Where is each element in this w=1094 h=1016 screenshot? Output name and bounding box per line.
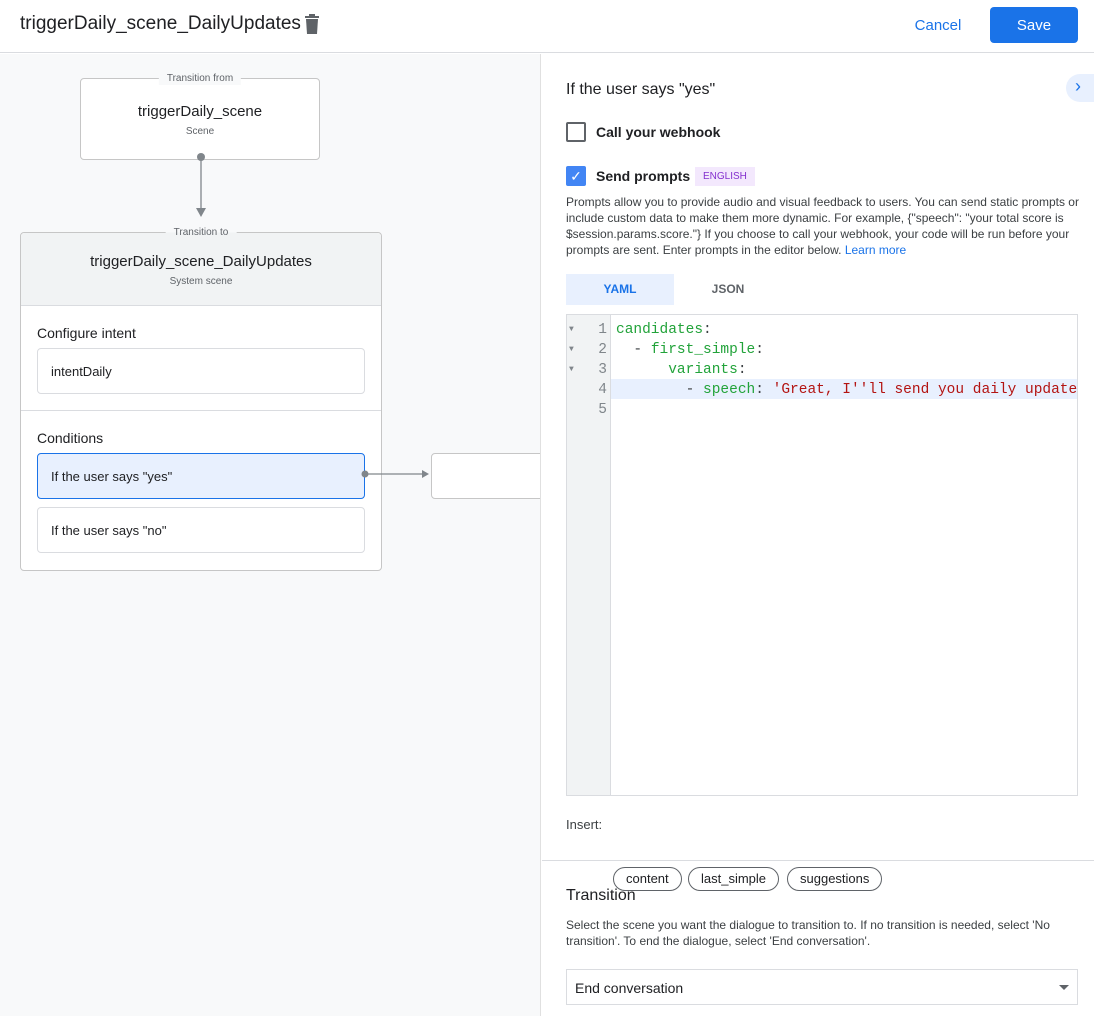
code-line: ▼ 3 variants:: [567, 360, 1077, 380]
language-badge: ENGLISH: [695, 167, 755, 186]
dropdown-arrow-icon: [1059, 985, 1069, 990]
trash-icon[interactable]: [304, 14, 320, 34]
dash: -: [685, 382, 704, 398]
condition-no[interactable]: If the user says "no": [37, 507, 365, 553]
yaml-key: first_simple: [650, 342, 756, 358]
top-bar: triggerDaily_scene_DailyUpdates Cancel S…: [0, 0, 1094, 53]
transition-value: End conversation: [575, 980, 684, 996]
indent: [616, 342, 633, 358]
line-number: 1: [598, 322, 607, 338]
line-number: 5: [598, 402, 607, 418]
insert-label: Insert:: [566, 817, 603, 832]
from-scene-type: Scene: [185, 126, 215, 137]
transition-heading: Transition: [566, 887, 636, 904]
condition-arrow: [361, 470, 429, 478]
indent: [616, 382, 686, 398]
page-title: triggerDaily_scene_DailyUpdates: [20, 13, 301, 34]
yaml-key: candidates: [616, 322, 704, 338]
condition-panel: › If the user says "yes" Call your webho…: [542, 54, 1094, 1016]
target-scene-node[interactable]: [431, 453, 540, 499]
from-scene-name: triggerDaily_scene: [137, 103, 263, 120]
fold-arrow-icon[interactable]: ▼: [569, 325, 574, 334]
prompts-description: Prompts allow you to provide audio and v…: [566, 194, 1081, 258]
line-number: 2: [598, 342, 607, 358]
fold-arrow-icon[interactable]: ▼: [569, 365, 574, 374]
tab-yaml[interactable]: YAML: [566, 274, 674, 305]
colon: :: [755, 342, 764, 358]
cancel-button[interactable]: Cancel: [905, 8, 971, 42]
transition-to-legend: Transition to: [165, 226, 237, 239]
code-line: 4 - speech: 'Great, I''ll send you daily…: [567, 380, 1078, 400]
tab-json[interactable]: JSON: [711, 282, 745, 296]
insert-chip-suggestions[interactable]: suggestions: [787, 867, 883, 891]
panel-heading: If the user says "yes": [566, 81, 716, 98]
colon: :: [703, 322, 712, 338]
yaml-value: 'Great, I''ll send you daily updates.: [772, 382, 1078, 398]
transition-select[interactable]: End conversation: [566, 969, 1078, 1005]
learn-more-link[interactable]: Learn more: [844, 243, 907, 257]
yaml-key: variants: [668, 362, 738, 378]
prompts-label: Send prompts: [596, 168, 691, 184]
line-number: 3: [598, 362, 607, 378]
description-text: Prompts allow you to provide audio and v…: [566, 195, 1079, 257]
conditions-heading: Conditions: [37, 430, 104, 446]
insert-chip-content[interactable]: content: [613, 867, 682, 891]
yaml-key: speech: [703, 382, 756, 398]
transition-to-node: Transition to triggerDaily_scene_DailyUp…: [20, 226, 382, 571]
code-line: ▼ 2 - first_simple:: [567, 340, 1077, 360]
insert-chip-last-simple[interactable]: last_simple: [688, 867, 780, 891]
intent-field[interactable]: intentDaily: [37, 348, 365, 394]
code-line: ▼ 1 candidates:: [567, 320, 1077, 340]
webhook-label: Call your webhook: [596, 124, 721, 140]
to-scene-type: System scene: [169, 276, 233, 287]
configure-intent-heading: Configure intent: [37, 325, 136, 341]
code-editor[interactable]: ▼ 1 candidates: ▼ 2 - first_simple: ▼ 3 varian…: [566, 314, 1078, 796]
transition-from-legend: Transition from: [158, 72, 242, 85]
transition-arrow: [196, 153, 206, 217]
indent: [616, 362, 668, 378]
transition-from-node[interactable]: Transition from triggerDaily_scene Scene: [80, 72, 320, 160]
save-button[interactable]: Save: [990, 7, 1078, 43]
flow-canvas: Transition from triggerDaily_scene Scene…: [0, 54, 541, 1016]
to-scene-name: triggerDaily_scene_DailyUpdates: [90, 253, 312, 270]
prompts-checkbox[interactable]: ✓: [566, 166, 586, 186]
dash: -: [633, 342, 651, 358]
fold-arrow-icon[interactable]: ▼: [569, 345, 574, 354]
colon: :: [755, 382, 773, 398]
webhook-checkbox[interactable]: [566, 122, 586, 142]
code-line: 5: [567, 400, 1077, 420]
line-number: 4: [598, 382, 607, 398]
condition-yes[interactable]: If the user says "yes": [37, 453, 365, 499]
colon: :: [737, 362, 747, 378]
transition-description: Select the scene you want the dialogue t…: [566, 918, 1050, 948]
collapse-chevron-icon[interactable]: ›: [1066, 74, 1094, 102]
